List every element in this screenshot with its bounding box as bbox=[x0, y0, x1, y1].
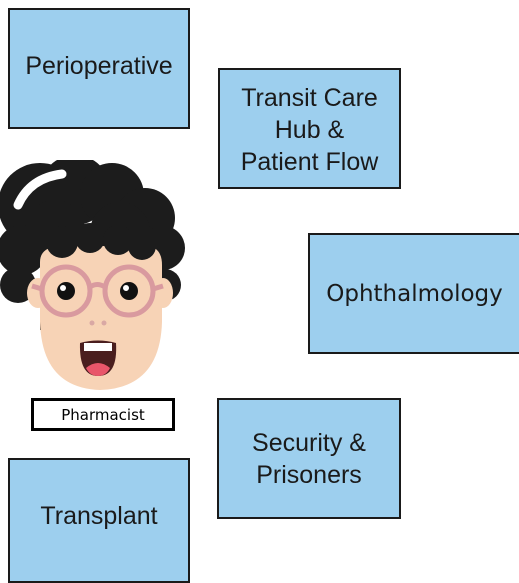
transplant-box: Transplant bbox=[8, 458, 190, 583]
pharmacist-avatar-icon bbox=[0, 160, 185, 390]
face-icon bbox=[40, 246, 162, 390]
perioperative-label: Perioperative bbox=[25, 51, 173, 80]
eyes-icon bbox=[57, 282, 138, 300]
transit-care-box: Transit Care Hub & Patient Flow bbox=[218, 68, 401, 189]
perioperative-box: Perioperative bbox=[8, 8, 190, 129]
glasses-icon bbox=[31, 264, 164, 318]
ophthalmology-label: Ophthalmology bbox=[326, 280, 503, 307]
security-prisoners-box: Security & Prisoners bbox=[217, 398, 401, 519]
pharmacist-label: Pharmacist bbox=[31, 398, 175, 431]
ophthalmology-box: Ophthalmology bbox=[308, 233, 519, 354]
transplant-label: Transplant bbox=[40, 501, 158, 530]
security-prisoners-label: Security & Prisoners bbox=[252, 428, 366, 489]
mouth-icon bbox=[79, 340, 117, 376]
transit-care-label: Transit Care Hub & Patient Flow bbox=[240, 83, 379, 176]
hair-highlight-icon bbox=[13, 169, 67, 210]
